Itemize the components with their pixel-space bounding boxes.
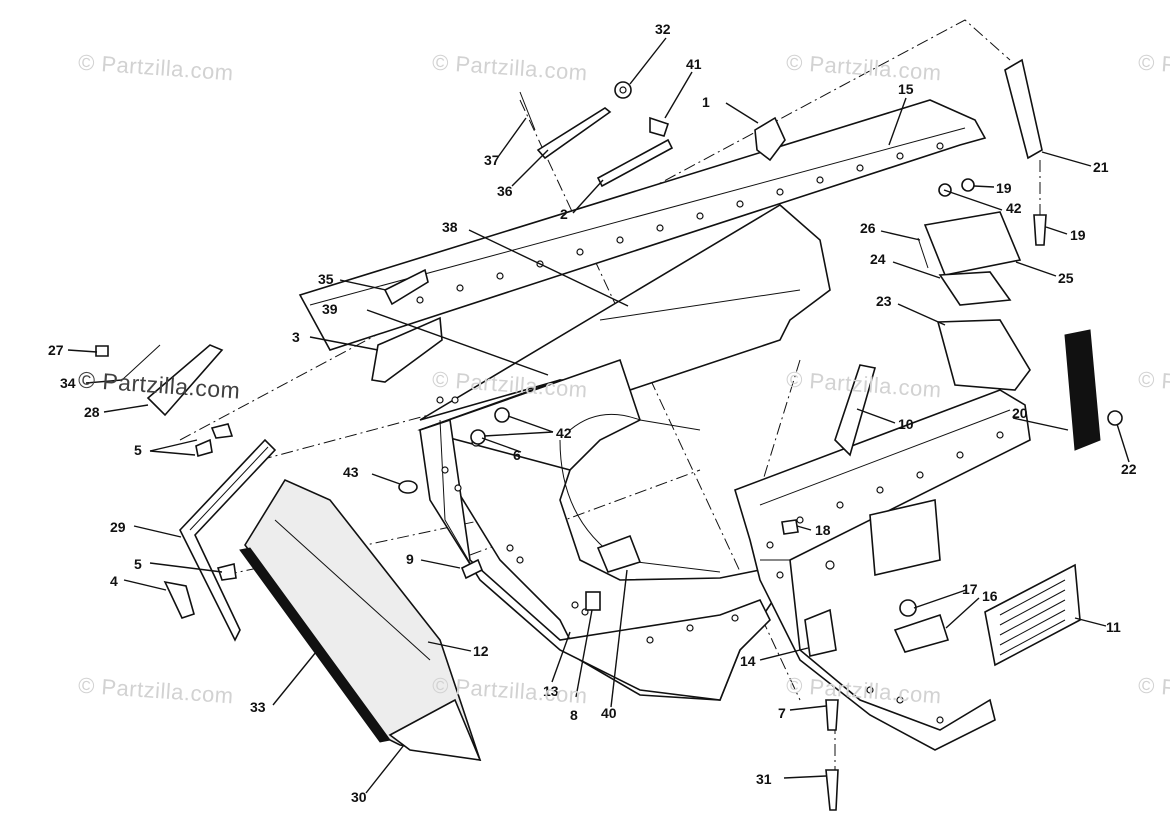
callout-label: 14 [740, 653, 756, 669]
callout-label: 8 [570, 707, 578, 723]
callout-label: 43 [343, 464, 359, 480]
callout-label: 21 [1093, 159, 1109, 175]
callout-label: 19 [1070, 227, 1086, 243]
rail-holes [416, 142, 944, 304]
leader-lines [67, 37, 1130, 794]
callout-label: 33 [250, 699, 266, 715]
callout-label: 12 [473, 643, 489, 659]
right-side-panel [734, 389, 1031, 751]
hardware-parts [95, 58, 1123, 811]
callout-label: 34 [60, 375, 76, 391]
callout-label: 23 [876, 293, 892, 309]
callout-label: 1 [702, 94, 710, 110]
callout-label: 38 [442, 219, 458, 235]
bracket-part-29 [179, 438, 277, 642]
callout-label: 22 [1121, 461, 1137, 477]
callout-label: 29 [110, 519, 126, 535]
callout-labels: 1 2 3 4 5 5 6 7 8 9 10 11 12 13 14 15 16… [48, 21, 1137, 805]
callout-label: 28 [84, 404, 100, 420]
callout-label: 5 [134, 442, 142, 458]
runner-part-12 [239, 478, 482, 762]
callout-label: 37 [484, 152, 500, 168]
callout-label: 6 [513, 447, 521, 463]
callout-label: 42 [556, 425, 572, 441]
callout-label: 36 [497, 183, 513, 199]
callout-label: 27 [48, 342, 64, 358]
callout-label: 31 [756, 771, 772, 787]
callout-label: 40 [601, 705, 617, 721]
callout-label: 10 [898, 416, 914, 432]
callout-label: 16 [982, 588, 998, 604]
callout-label: 18 [815, 522, 831, 538]
callout-label: 20 [1012, 405, 1028, 421]
callout-label: 5 [134, 556, 142, 572]
callout-label: 11 [1106, 619, 1121, 635]
strap-part-10 [834, 364, 877, 457]
callout-label: 2 [560, 206, 568, 222]
callout-label: 39 [322, 301, 338, 317]
callout-label: 19 [996, 180, 1012, 196]
callout-label: 13 [543, 683, 559, 699]
callout-label: 25 [1058, 270, 1074, 286]
callout-label: 35 [318, 271, 334, 287]
callout-label: 3 [292, 329, 300, 345]
callout-label: 41 [686, 56, 702, 72]
callout-label: 42 [1006, 200, 1022, 216]
callout-label: 4 [110, 573, 118, 589]
callout-label: 26 [860, 220, 876, 236]
callout-label: 30 [351, 789, 367, 805]
callout-label: 9 [406, 551, 414, 567]
callout-label: 17 [962, 581, 978, 597]
side-holes [766, 431, 1004, 724]
callout-label: 24 [870, 251, 886, 267]
callout-label: 7 [778, 705, 786, 721]
callout-label: 32 [655, 21, 671, 37]
callout-label: 15 [898, 81, 914, 97]
